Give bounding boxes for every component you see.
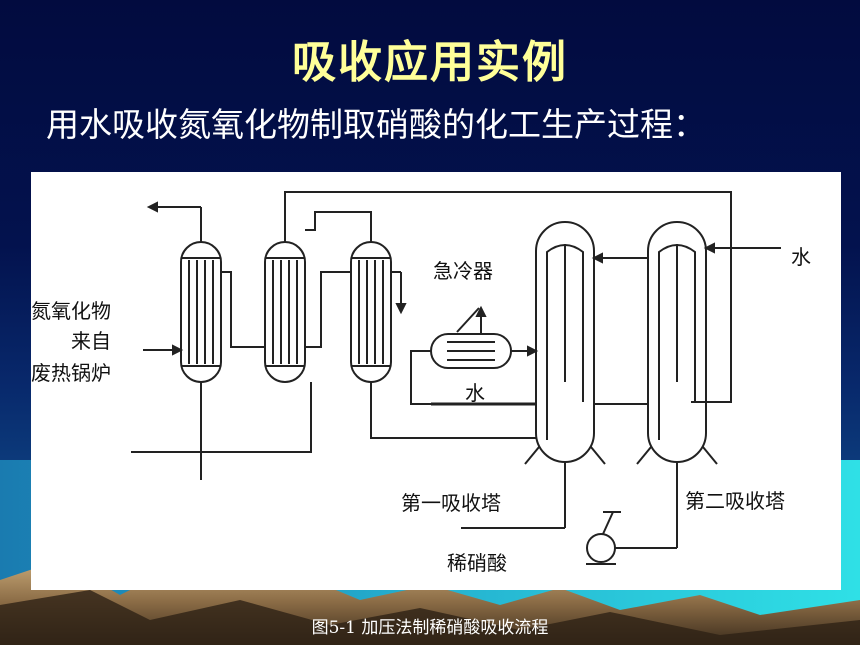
pipe-2-3 <box>305 271 351 348</box>
slide-subtitle: 用水吸收氮氧化物制取硝酸的化工生产过程： <box>46 105 706 144</box>
label-tower1: 第一吸收塔 <box>401 491 501 515</box>
pipe-top-tower2 <box>284 191 732 403</box>
pipe-ex2-bottom <box>131 382 312 453</box>
label-feed-line1: 氮氧化物 <box>31 299 111 323</box>
heat-exchanger-1 <box>180 241 222 383</box>
diagram-panel: 氮氧化物 来自 废热锅炉 急冷器 水 水 第一吸收塔 第二吸收塔 稀硝酸 <box>31 172 841 590</box>
slide-title: 吸收应用实例 <box>292 37 568 88</box>
heat-exchanger-2 <box>264 241 306 383</box>
pipe-1-2 <box>221 271 265 348</box>
feed-gas-arrow <box>143 344 184 356</box>
label-tower2: 第二吸收塔 <box>685 489 785 513</box>
label-water-cooler: 水 <box>465 381 485 405</box>
absorption-flow-diagram: 氮氧化物 来自 废热锅炉 急冷器 水 水 第一吸收塔 第二吸收塔 稀硝酸 <box>31 191 811 575</box>
figure-caption: 图5-1 加压法制稀硝酸吸收流程 <box>311 618 549 638</box>
label-feed-line2: 来自 <box>71 329 111 353</box>
heat-exchanger-3 <box>350 241 392 383</box>
water-inlet <box>703 242 781 254</box>
exchanger3-outlet <box>391 271 407 315</box>
label-dilute-acid: 稀硝酸 <box>447 551 507 575</box>
label-quench-cooler: 急冷器 <box>433 259 493 283</box>
pipe-3-top <box>305 211 372 242</box>
circulation-pump <box>586 462 678 565</box>
absorption-tower-2 <box>636 221 718 465</box>
tail-gas-outlet <box>146 201 202 242</box>
pipe-tower1-tower2 <box>591 252 648 405</box>
label-water-top: 水 <box>791 245 811 269</box>
dilute-acid-outlet <box>461 462 566 529</box>
quench-cooler <box>410 305 539 406</box>
pipe-ex3-to-tower1 <box>370 382 536 439</box>
label-feed-line3: 废热锅炉 <box>31 361 111 385</box>
